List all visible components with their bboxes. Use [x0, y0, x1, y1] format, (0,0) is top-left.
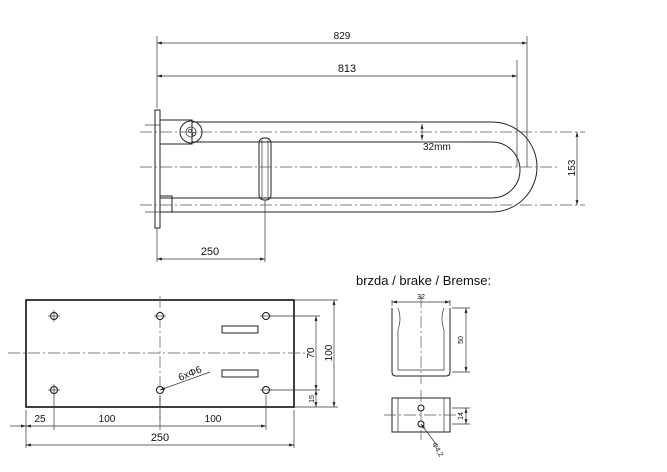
dim-70-label: 70: [306, 347, 317, 359]
grip-sleeve: [258, 137, 272, 201]
dim-829-label: 829: [334, 31, 351, 42]
wall-plate-view: 6xΦ6 25 100 100 250 70 100 15: [8, 296, 338, 448]
dim-50-label: 50: [458, 336, 465, 344]
slot-lower: [221, 369, 259, 378]
dim-153-label: 153: [567, 159, 578, 176]
dim-32mm-label: 32mm: [423, 142, 451, 153]
slot-upper: [221, 325, 259, 334]
brake-hole: [417, 404, 425, 412]
handrail-top-view: 829 813 32mm 153 250: [140, 31, 585, 262]
dim-25-label: 25: [34, 414, 46, 425]
dim-100-a-label: 100: [99, 414, 116, 425]
dim-250-plate-label: 250: [151, 432, 169, 444]
dim-32-label: 32: [417, 294, 425, 301]
dim-15-label: 15: [309, 395, 316, 403]
wall-plate-edge: [154, 109, 161, 229]
brake-detail: brzda / brake / Bremse: 32 50 14 Φ4,2: [356, 273, 491, 458]
dim-250-top-label: 250: [201, 246, 219, 258]
dim-100-v-label: 100: [324, 344, 335, 361]
brake-title: brzda / brake / Bremse:: [356, 273, 491, 288]
dim-phi-label: Φ4,2: [430, 442, 444, 459]
dim-813-label: 813: [338, 63, 356, 75]
holes-label: 6xΦ6: [177, 364, 204, 383]
dim-100-b-label: 100: [205, 414, 222, 425]
dim-14-label: 14: [458, 412, 465, 420]
